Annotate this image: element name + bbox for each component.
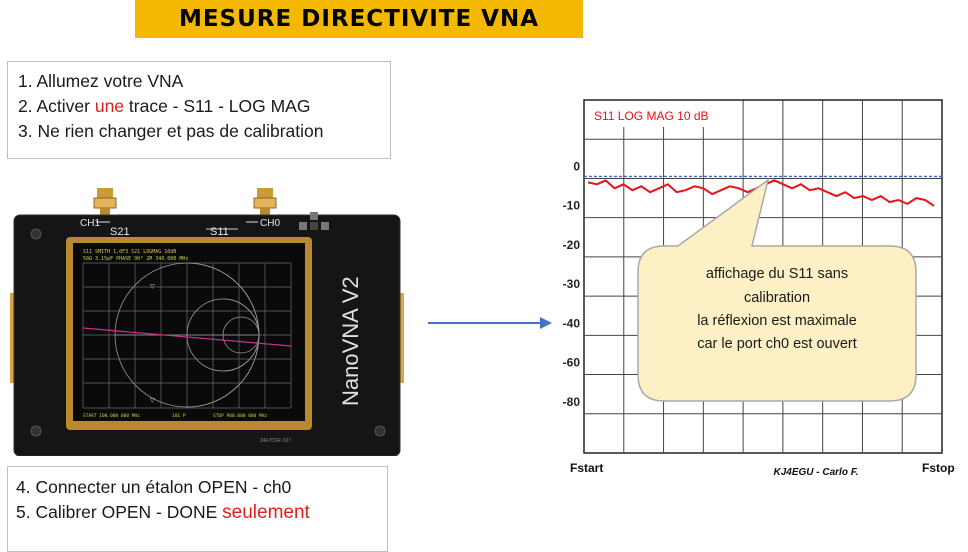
s11-label: S11	[210, 226, 229, 238]
smith-chart	[114, 262, 260, 408]
port-ch1-label: CH1	[80, 218, 100, 229]
serial-label: 24670SR-197	[260, 438, 291, 444]
step-4: 4. Connecter un étalon OPEN - ch0	[16, 477, 292, 497]
screen-footer-points: 101 P	[172, 413, 186, 419]
right-arrow-icon	[428, 312, 556, 339]
y-tick-label: -30	[563, 277, 581, 291]
steps-box-top: 1. Allumez votre VNA 2. Activer une trac…	[7, 61, 391, 159]
s21-label: S21	[110, 226, 130, 238]
screen-header-line-1: S11 SMITH 1.0F3 S21 LOGMAG 10dB	[83, 249, 176, 255]
screen-footer-start: START 100.000 000 MHz	[83, 413, 140, 419]
callout-line-3: la réflexion est maximale	[697, 313, 857, 329]
y-tick-label: -10	[563, 199, 581, 213]
x-start-label: Fstart	[570, 461, 603, 475]
brand-label: NanoVNA V2	[338, 276, 363, 406]
y-tick-labels: 0 -10 -20 -30 -40 -60 -80	[563, 159, 581, 408]
step-5: 5. Calibrer OPEN - DONE seulement	[16, 500, 387, 525]
x-stop-label: Fstop	[922, 461, 955, 475]
page-title: MESURE DIRECTIVITE VNA	[178, 6, 540, 32]
marker-2: ▽	[150, 398, 155, 404]
sma-connector-ch1	[93, 188, 117, 216]
chart-svg: S11 LOG MAG 10 dB 0 -10 -20 -30 -40 -60 -80 af…	[563, 99, 955, 478]
credit-label: KJ4EGU - Carlo F.	[773, 467, 858, 478]
y-tick-label: -40	[563, 316, 581, 330]
y-tick-label: 0	[573, 159, 580, 173]
trace-label: S11 LOG MAG 10 dB	[594, 109, 709, 123]
trace-label-bg	[585, 101, 737, 127]
marker-1: ▽	[150, 284, 155, 290]
title-banner: MESURE DIRECTIVITE VNA	[135, 0, 583, 38]
y-tick-label: -80	[563, 395, 581, 409]
step-2: 2. Activer une trace - S11 - LOG MAG	[18, 94, 390, 119]
step-5-pre: 5. Calibrer OPEN - DONE	[16, 502, 223, 522]
step-2-pre: 2. Activer	[18, 96, 95, 116]
sma-connector-ch0	[253, 188, 277, 216]
screen-footer-stop: STOP 900.000 000 MHz	[213, 413, 267, 419]
step-2-highlight: une	[94, 96, 125, 116]
callout-line-2: calibration	[744, 290, 810, 306]
y-tick-label: -60	[563, 356, 581, 370]
port-ch0-label: CH0	[260, 218, 280, 229]
navigation-buttons[interactable]	[299, 212, 329, 230]
s11-logmag-chart: S11 LOG MAG 10 dB 0 -10 -20 -30 -40 -60 -80 af…	[556, 95, 968, 485]
annotation-callout: affichage du S11 sans calibration la réf…	[637, 178, 917, 402]
step-1: 1. Allumez votre VNA	[18, 71, 184, 91]
step-3: 3. Ne rien changer et pas de calibration	[18, 121, 324, 141]
step-2-post: trace - S11 - LOG MAG	[124, 96, 311, 116]
s21-trace	[82, 327, 292, 347]
step-5-highlight: seulement	[222, 502, 310, 523]
device-screen	[73, 243, 305, 421]
steps-box-bottom: 4. Connecter un étalon OPEN - ch0 5. Cal…	[7, 466, 388, 552]
y-tick-label: -20	[563, 238, 581, 252]
callout-line-4: car le port ch0 est ouvert	[697, 336, 857, 352]
callout-line-1: affichage du S11 sans	[706, 266, 848, 282]
nanovna-device: CH1 CH0 S21 S11 S11 SMITH 1.0F3 S21 LOGM…	[10, 188, 404, 457]
screen-header-line-2: 50Ω 3.15pF PHASE 90° 2M 340.000 MHz	[83, 256, 188, 262]
nanovna-device-drawing: CH1 CH0 S21 S11 S11 SMITH 1.0F3 S21 LOGM…	[10, 188, 404, 457]
